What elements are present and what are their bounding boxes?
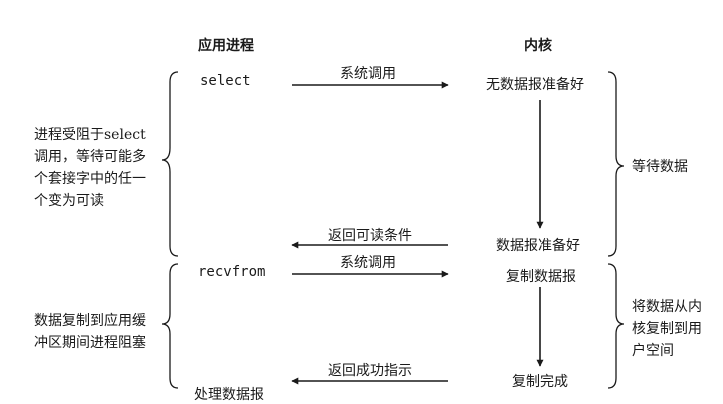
note-blocked-during-copy: 数据复制到应用缓 冲区期间进程阻塞 [34,310,146,354]
syscall-label-1: 系统调用 [340,66,396,82]
left-brace-select [161,71,179,257]
note-line: 冲区期间进程阻塞 [34,335,146,351]
note-line: 进程受阻于select [34,127,146,143]
app-process-header: 应用进程 [198,38,254,54]
note-blocked-in-select: 进程受阻于select 调用，等待可能多 个套接字中的任一 个变为可读 [34,124,146,212]
return-success-label: 返回成功指示 [328,363,412,379]
datagram-ready-label: 数据报准备好 [496,238,580,254]
note-line: 个套接字中的任一 [34,171,146,187]
left-brace-copy [161,263,179,389]
note-copy-kernel-to-user: 将数据从内 核复制到用 户空间 [632,296,702,362]
note-line: 数据复制到应用缓 [34,313,146,329]
recvfrom-call: recvfrom [198,264,266,280]
right-brace-copy [607,263,625,389]
syscall-label-2: 系统调用 [340,255,396,271]
note-line: 调用，等待可能多 [34,149,146,165]
note-wait-for-data: 等待数据 [632,159,688,175]
copy-complete-label: 复制完成 [512,374,568,390]
kernel-header: 内核 [524,38,552,54]
select-call: select [200,73,251,89]
note-line: 个变为可读 [34,193,104,209]
note-line: 核复制到用 [632,321,702,337]
no-datagram-ready-label: 无数据报准备好 [486,77,584,93]
process-datagram-label: 处理数据报 [194,387,264,403]
note-line: 将数据从内 [632,299,702,315]
copy-datagram-label: 复制数据报 [506,269,576,285]
note-line: 户空间 [632,343,674,359]
right-brace-wait [607,71,625,257]
return-readable-label: 返回可读条件 [328,228,412,244]
